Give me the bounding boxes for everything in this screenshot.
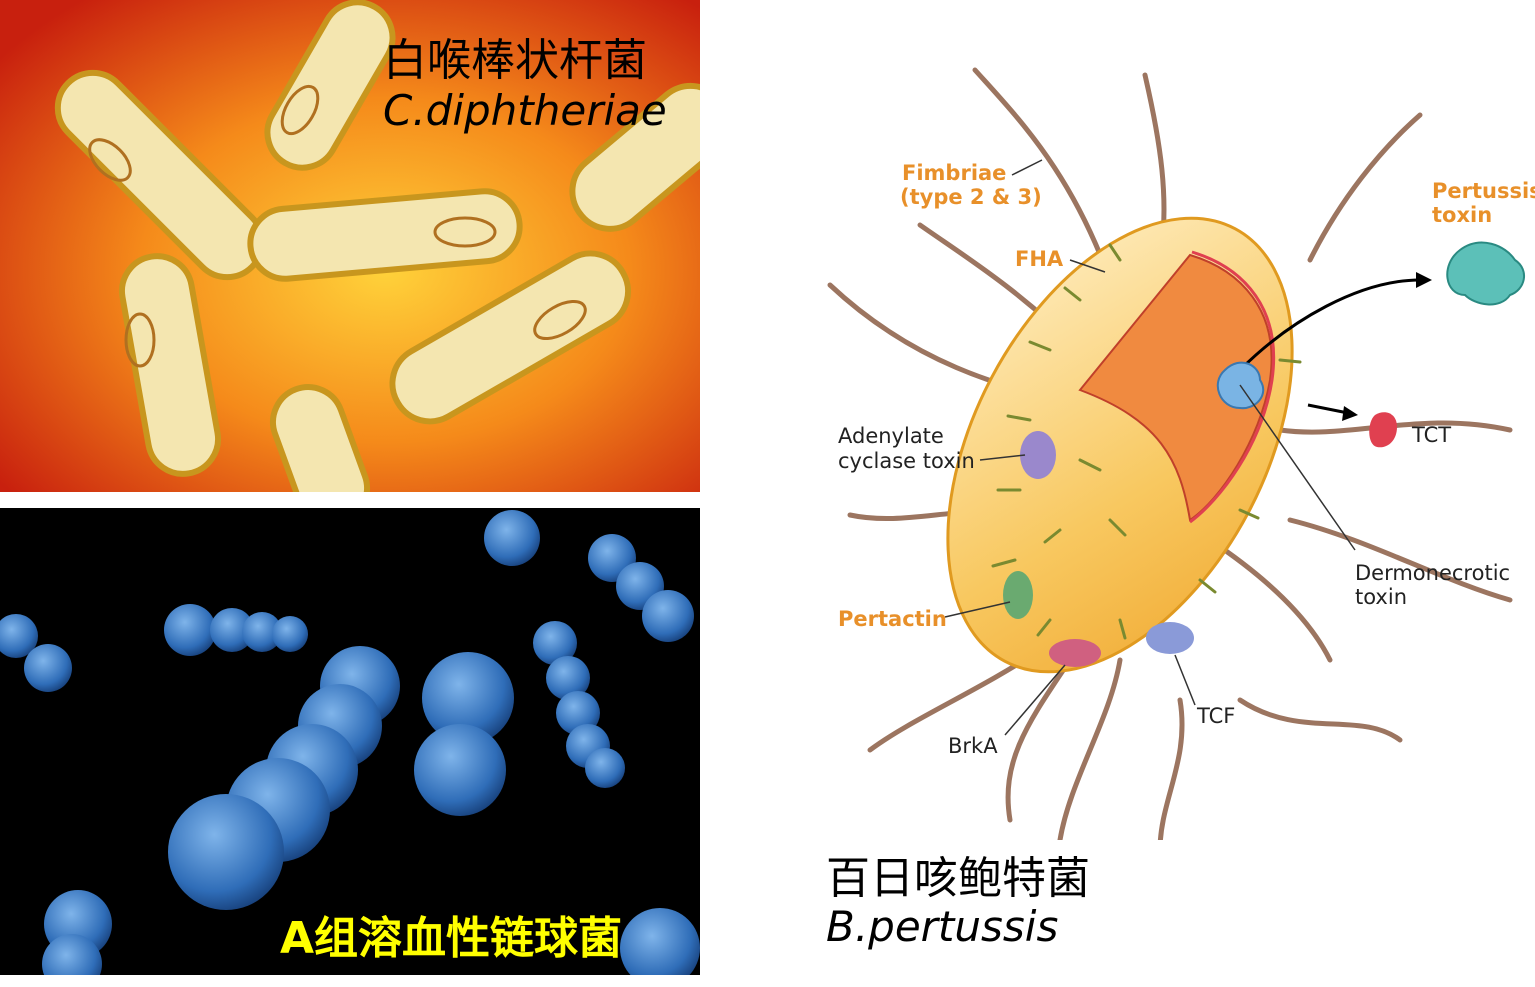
streptococcus-title: A组溶血性链球菌 [280, 913, 623, 964]
label-pertussis-toxin-2: toxin [1432, 203, 1492, 227]
adenylate-cyclase-icon [1020, 431, 1056, 479]
label-dermonecrotic: Dermonecrotic [1355, 561, 1510, 585]
label-pertactin: Pertactin [838, 607, 947, 631]
label-pertussis-toxin: Pertussis [1432, 179, 1535, 203]
label-dermonecrotic-toxin: toxin [1355, 585, 1407, 609]
pertactin-icon [1003, 571, 1033, 619]
pertussis-title-cn: 百日咳鲍特菌 [826, 853, 1090, 904]
pertussis-diagram: Fimbriae (type 2 & 3) FHA Pertussis toxi… [820, 60, 1535, 853]
label-fimbriae-type: (type 2 & 3) [900, 185, 1042, 209]
label-brka: BrkA [948, 734, 998, 758]
label-tcf: TCF [1196, 704, 1235, 728]
tct-icon [1369, 412, 1397, 448]
label-cyclase-toxin: cyclase toxin [838, 449, 975, 473]
streptococcus-image [0, 508, 700, 987]
diphtheriae-image [0, 0, 732, 526]
pertussis-illustration: Fimbriae (type 2 & 3) FHA Pertussis toxi… [827, 67, 1535, 853]
cutaway [1078, 253, 1273, 522]
label-tct: TCT [1411, 423, 1451, 447]
label-adenylate: Adenylate [838, 424, 944, 448]
brka-icon [1049, 639, 1101, 667]
label-fimbriae: Fimbriae [902, 161, 1006, 185]
leader-lines [944, 159, 1356, 736]
pertussis-toxin-icon [1446, 241, 1525, 306]
diphtheriae-title-cn: 白喉棒状杆菌 [383, 35, 647, 86]
secretion-arrow [1238, 278, 1421, 372]
streptococcus-micrograph: A组溶血性链球菌 [0, 508, 700, 987]
diphtheriae-micrograph: 白喉棒状杆菌 C.diphtheriae [0, 0, 732, 526]
pertussis-title-latin: B.pertussis [826, 902, 1059, 951]
diphtheriae-title-latin: C.diphtheriae [383, 86, 667, 135]
fha-pili [991, 243, 1302, 640]
tcf-icon [1146, 622, 1194, 654]
label-fha: FHA [1015, 247, 1064, 271]
